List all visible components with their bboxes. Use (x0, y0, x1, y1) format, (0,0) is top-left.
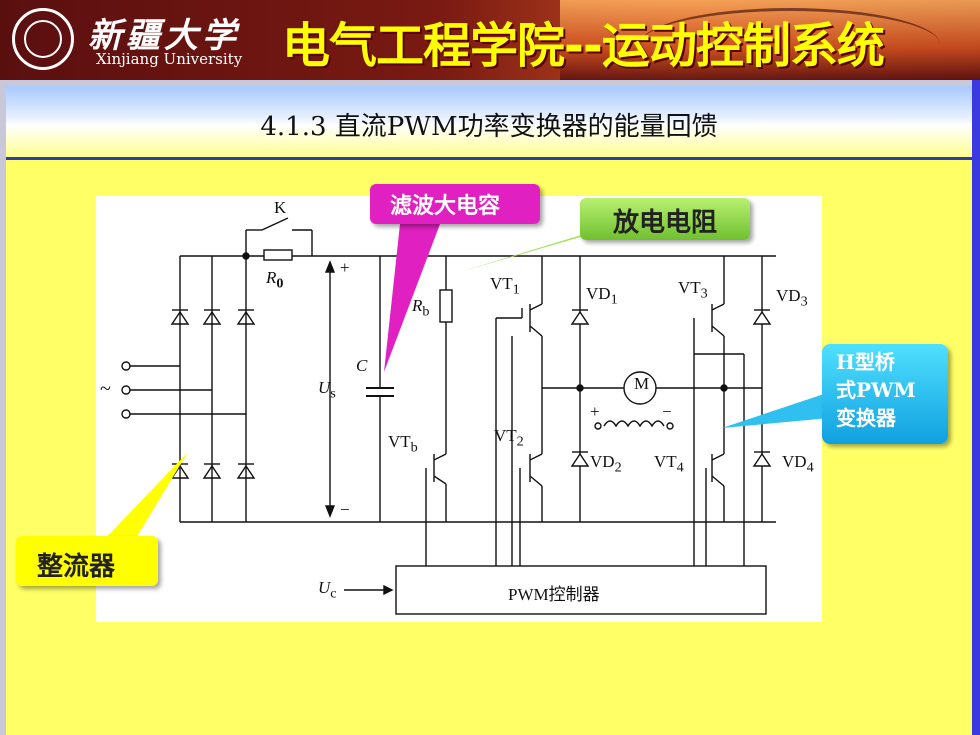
frame-top (0, 80, 980, 86)
vtb-label: VTb (388, 432, 418, 456)
ac-symbol: ~ (100, 378, 111, 400)
vt1-label: VT1 (490, 274, 520, 298)
callout-rectifier: 整流器 (16, 536, 158, 586)
callout-resistor-text: 放电电阻 (612, 208, 717, 238)
field-winding (603, 420, 665, 428)
minus-label: − (340, 500, 350, 519)
university-name-cn: 新疆大学 (88, 16, 240, 56)
rb-label: Rb (412, 296, 430, 320)
switch-k-label: K (274, 198, 287, 217)
vt3-label: VT3 (678, 278, 708, 302)
cap-label: C (356, 356, 368, 375)
field-minus-label: − (662, 402, 672, 421)
callout-discharge-resistor: 放电电阻 (580, 198, 750, 240)
slide-title: 4.1.3 直流PWM功率变换器的能量回馈 (260, 112, 718, 142)
university-name-en: Xinjiang University (96, 50, 243, 68)
ac-terminal (121, 409, 131, 419)
frame-left (0, 80, 6, 735)
ac-terminal (121, 361, 131, 371)
callout-rectifier-text: 整流器 (36, 552, 115, 582)
circuit-diagram (121, 217, 776, 615)
motor-label: M (634, 374, 650, 393)
us-label: Us (318, 378, 336, 402)
vd4-label: VD4 (782, 452, 814, 476)
circuit-diagram-panel: K R0 + − Us C Rb VT1 VD1 VT3 VD3 M + − V… (96, 196, 822, 622)
vd1-label: VD1 (586, 284, 618, 308)
field-plus-label: + (590, 402, 600, 421)
resistor-r0 (263, 249, 293, 261)
ac-terminal (121, 385, 131, 395)
r0-label: R0 (266, 268, 284, 292)
frame-right (972, 80, 980, 735)
callout-filter-text: 滤波大电容 (389, 194, 500, 219)
bridge-graphic (640, 8, 940, 80)
header-banner: 新疆大学 Xinjiang University 电气工程学院--运动控制系统 (0, 0, 980, 80)
plus-label: + (340, 258, 350, 277)
vt4-label: VT4 (654, 452, 684, 476)
callout-hbridge-text: H型桥 式PWM 变换器 (836, 350, 916, 430)
callout-h-bridge: H型桥 式PWM 变换器 (822, 344, 948, 444)
vt2-label: VT2 (494, 426, 524, 450)
switch-k (261, 217, 289, 231)
uc-label: Uc (318, 578, 337, 602)
department-title: 电气工程学院--运动控制系统 (282, 18, 885, 74)
pwm-controller-block (395, 565, 767, 615)
university-seal-icon (12, 8, 74, 70)
pwm-controller-label: PWM控制器 (508, 585, 600, 604)
callout-filter-capacitor: 滤波大电容 (370, 184, 540, 224)
vd2-label: VD2 (590, 452, 622, 476)
slide-title-bar: 4.1.3 直流PWM功率变换器的能量回馈 (6, 86, 972, 160)
vd3-label: VD3 (776, 286, 808, 310)
